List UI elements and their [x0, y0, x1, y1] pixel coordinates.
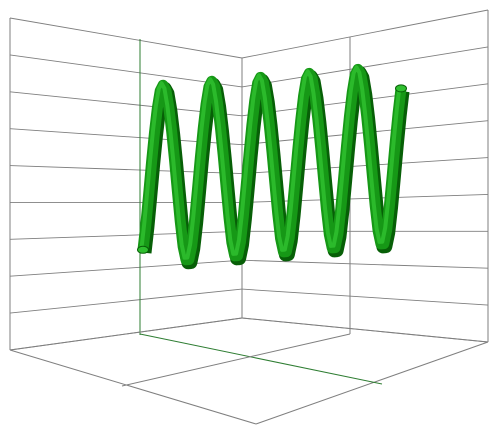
left-wall-gridline: [9, 259, 243, 277]
left-wall-gridline: [9, 17, 243, 59]
right-wall-gridline: [241, 157, 489, 175]
series-end-cap: [395, 84, 407, 93]
right-wall-gridline: [241, 288, 489, 306]
series-layer: [137, 63, 410, 270]
floor-front-left-edge: [9, 349, 257, 425]
floor-back-left-edge: [9, 317, 243, 351]
floor-back-right-edge: [241, 317, 489, 343]
right-wall-gridline: [241, 46, 489, 88]
series-tube-highlight: [139, 65, 402, 260]
left-wall-gridline: [9, 288, 243, 314]
floor-front-right-edge: [255, 341, 489, 425]
left-wall-gridline: [9, 230, 243, 240]
left-wall-gridline: [9, 54, 243, 88]
floor-gridline: [139, 333, 383, 385]
floor-gridline: [121, 333, 351, 387]
right-wall-gridline: [241, 259, 489, 269]
series-start-cap: [137, 245, 149, 254]
right-wall-gridline: [241, 9, 489, 59]
